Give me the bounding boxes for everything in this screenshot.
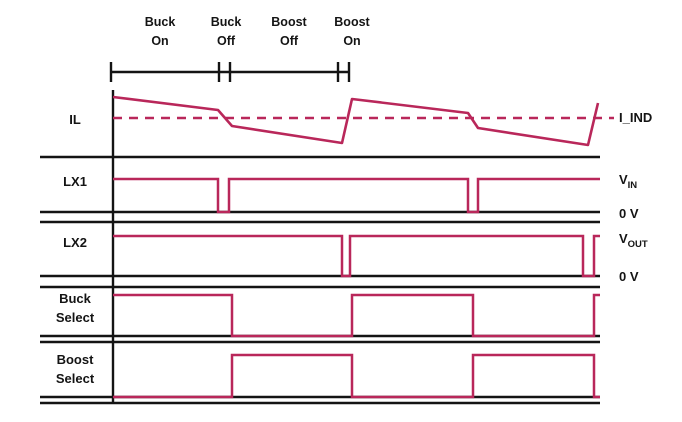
- waveform-il: [112, 95, 614, 147]
- row-label-buck-select-line2: Select: [56, 310, 95, 325]
- phase-label-buck-off-line2: Off: [217, 34, 236, 48]
- row-label-buck-select-line1: Buck: [59, 291, 92, 306]
- row-label-lx1: LX1: [63, 174, 87, 189]
- waveform-lx1: [113, 177, 600, 214]
- phase-label-buck-off-line1: Buck: [211, 15, 242, 29]
- row-labels: IL LX1 LX2 Buck Select Boost Select: [56, 112, 95, 386]
- side-label-zero-v-lx1: 0 V: [619, 206, 639, 221]
- side-label-i-ind: I_IND: [619, 110, 652, 125]
- side-label-v-out-sub: OUT: [628, 239, 648, 250]
- side-label-zero-v-lx2: 0 V: [619, 269, 639, 284]
- phase-label-buck-on-line1: Buck: [145, 15, 176, 29]
- il-current-trace: [112, 95, 600, 147]
- phase-label-boost-on-line1: Boost: [334, 15, 370, 29]
- waveform-buck-select: [113, 293, 600, 338]
- row-label-lx2: LX2: [63, 235, 87, 250]
- side-label-v-out: VOUT: [619, 231, 648, 250]
- phase-ruler: Buck On Buck Off Boost Off Boost On: [109, 15, 371, 82]
- phase-label-boost-on-line2: On: [343, 34, 360, 48]
- side-label-v-in: VIN: [619, 172, 637, 191]
- side-label-v-in-base: V: [619, 172, 628, 187]
- side-label-v-out-base: V: [619, 231, 628, 246]
- side-labels: I_IND VIN 0 V VOUT 0 V: [619, 110, 652, 284]
- phase-label-boost-off-line2: Off: [280, 34, 299, 48]
- row-label-boost-select-line1: Boost: [57, 352, 95, 367]
- phase-label-buck-on-line2: On: [151, 34, 168, 48]
- side-label-v-in-sub: IN: [628, 180, 638, 191]
- row-label-il: IL: [69, 112, 81, 127]
- phase-label-boost-off-line1: Boost: [271, 15, 307, 29]
- row-separators: [40, 155, 600, 405]
- waveform-boost-select: [113, 353, 600, 399]
- waveform-lx2: [113, 234, 600, 278]
- row-label-boost-select-line2: Select: [56, 371, 95, 386]
